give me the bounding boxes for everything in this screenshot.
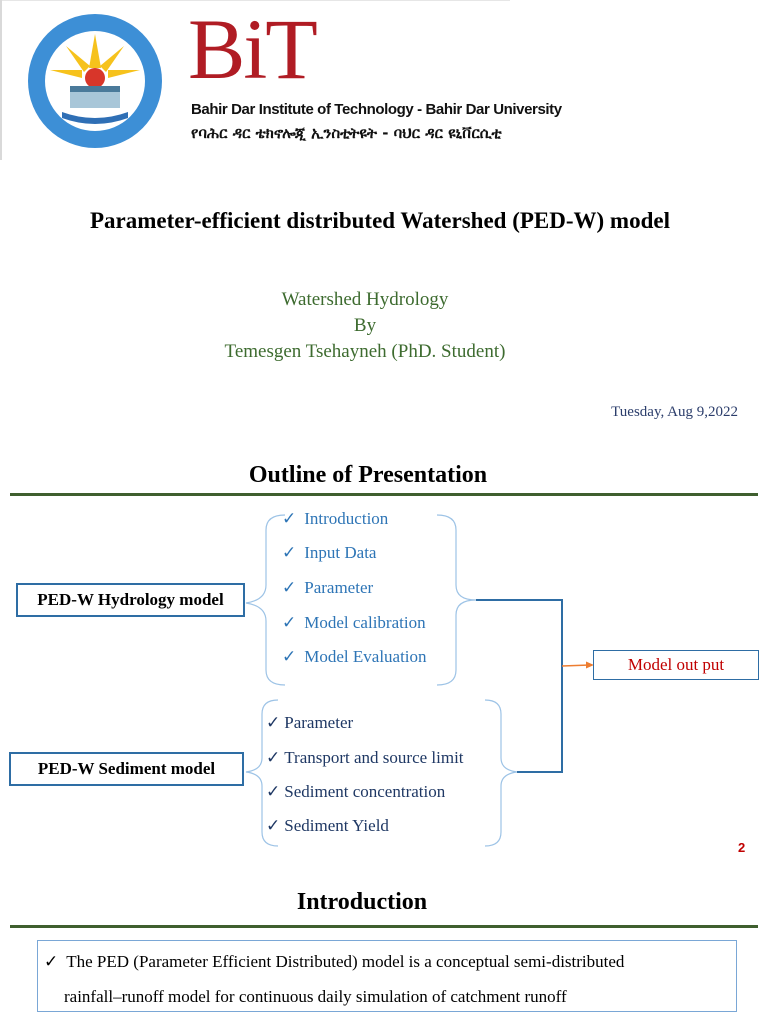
- checkmark-icon: ✓: [266, 713, 281, 732]
- model-output-label: Model out put: [627, 655, 725, 674]
- introduction-line-1: ✓The PED (Parameter Efficient Distribute…: [44, 952, 625, 971]
- sediment-item: ✓Parameter: [266, 713, 354, 732]
- model-output-box: Model out put: [593, 650, 759, 680]
- hydrology-right-brace: [436, 514, 477, 686]
- checkmark-icon: ✓: [44, 952, 59, 971]
- institution-name-amharic: የባሕር ዳር ቴክኖሎጂ ኢንስቲትዩት - ባህር ዳር ዩኒቨርሲቲ: [191, 124, 502, 142]
- sediment-model-box: PED-W Sediment model: [9, 752, 244, 786]
- hydrology-item: ✓Parameter: [282, 578, 374, 597]
- checkmark-icon: ✓: [282, 578, 297, 597]
- slide-number: 2: [738, 840, 746, 855]
- checkmark-icon: ✓: [282, 613, 297, 632]
- checkmark-icon: ✓: [282, 647, 297, 666]
- introduction-box: ✓The PED (Parameter Efficient Distribute…: [37, 940, 737, 1012]
- hydrology-left-brace: [245, 514, 286, 686]
- checkmark-icon: ✓: [266, 816, 281, 835]
- connector-bracket: [476, 599, 563, 773]
- left-border: [0, 0, 2, 160]
- checkmark-icon: ✓: [266, 748, 281, 767]
- presentation-date: Tuesday, Aug 9,2022: [611, 404, 738, 420]
- top-border: [0, 0, 510, 1]
- hydrology-item: ✓Model calibration: [282, 613, 426, 632]
- presentation-title: Parameter-efficient distributed Watershe…: [90, 208, 670, 233]
- sediment-item: ✓Sediment concentration: [266, 782, 446, 801]
- introduction-rule: [10, 925, 758, 928]
- introduction-heading: Introduction: [296, 889, 428, 915]
- hydrology-model-box: PED-W Hydrology model: [16, 583, 245, 617]
- by-label: By: [353, 315, 377, 336]
- hydrology-item: ✓Input Data: [282, 543, 377, 562]
- university-seal-icon: [28, 14, 162, 148]
- checkmark-icon: ✓: [282, 543, 297, 562]
- course-name: Watershed Hydrology: [281, 289, 449, 310]
- checkmark-icon: ✓: [266, 782, 281, 801]
- sediment-item: ✓Sediment Yield: [266, 816, 389, 835]
- sediment-item: ✓Transport and source limit: [266, 748, 464, 767]
- sediment-right-brace: [484, 699, 518, 847]
- outline-rule: [10, 493, 758, 496]
- sediment-model-label: PED-W Sediment model: [37, 759, 216, 778]
- institution-name-english: Bahir Dar Institute of Technology - Bahi…: [191, 101, 562, 118]
- hydrology-model-label: PED-W Hydrology model: [37, 590, 224, 609]
- introduction-line-2: rainfall–runoff model for continuous dai…: [64, 987, 567, 1006]
- hydrology-item: ✓Model Evaluation: [282, 647, 427, 666]
- checkmark-icon: ✓: [282, 509, 297, 528]
- bit-logo: BiT: [188, 1, 318, 97]
- arrow-head-icon: [586, 661, 594, 669]
- outline-heading: Outline of Presentation: [248, 462, 488, 488]
- author-name: Temesgen Tsehayneh (PhD. Student): [224, 341, 506, 362]
- sediment-left-brace: [245, 699, 279, 847]
- connector-to-output: [561, 664, 591, 667]
- hydrology-item: ✓Introduction: [282, 509, 389, 528]
